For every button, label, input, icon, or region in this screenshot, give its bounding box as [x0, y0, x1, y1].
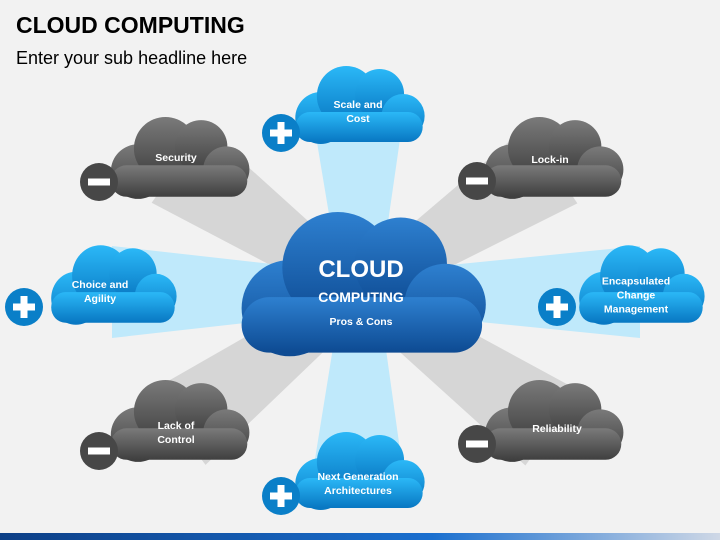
center-subtitle: COMPUTING: [318, 289, 404, 305]
cloud-label: Lack of Control: [157, 419, 195, 446]
cloud-label: Reliability: [532, 422, 582, 435]
slide-title: CLOUD COMPUTING: [16, 12, 245, 38]
cloud-label: Scale and Cost: [333, 98, 383, 125]
center-note: Pros & Cons: [329, 316, 393, 328]
cloud-label: Encapsulated Change Management: [601, 275, 671, 317]
cloud-label: Security: [155, 151, 197, 164]
footer-bar: [0, 533, 720, 540]
minus-icon: [80, 163, 118, 201]
plus-icon: [5, 288, 43, 326]
minus-icon: [80, 432, 118, 470]
minus-icon: [458, 162, 496, 200]
plus-icon: [262, 114, 300, 152]
center-title: CLOUD: [318, 256, 404, 283]
cloud-label: Lock-in: [531, 153, 569, 166]
cloud-label: Next Generation Architectures: [317, 470, 399, 497]
minus-icon: [458, 425, 496, 463]
slide-subtitle: Enter your sub headline here: [16, 48, 248, 68]
plus-icon: [538, 288, 576, 326]
sign-badges: [5, 114, 576, 515]
cloud-label: Choice and Agility: [71, 278, 129, 305]
plus-icon: [262, 477, 300, 515]
